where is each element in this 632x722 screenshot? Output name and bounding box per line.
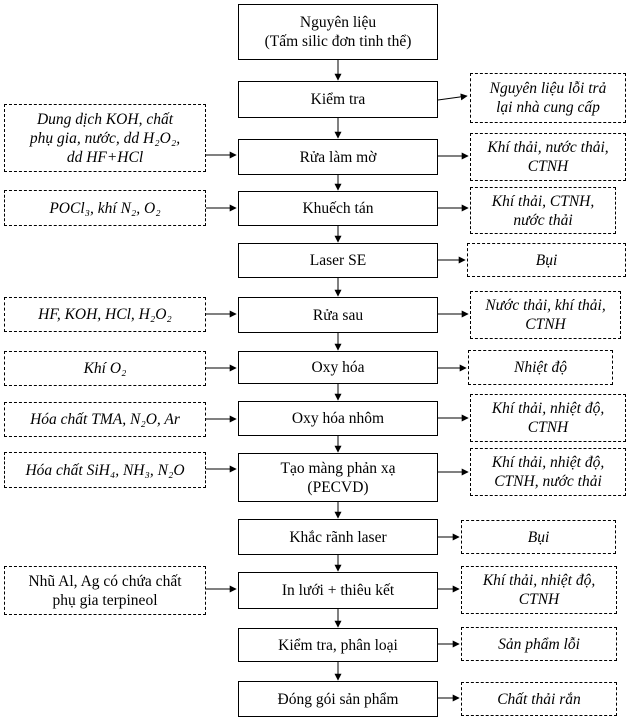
output-label: Khí thải, CTNH, nước thải — [491, 192, 595, 229]
step-label: Khắc rãnh laser — [289, 528, 387, 546]
output-laser-groove: Bụi — [461, 520, 616, 554]
step-post-clean: Rửa sau — [238, 297, 438, 333]
output-label: Chất thải rắn — [497, 690, 581, 708]
input-label: POCl₃, khí N₂, O₂ — [49, 199, 161, 217]
output-laser-se: Bụi — [467, 243, 626, 277]
step-label: Rửa sau — [312, 306, 364, 324]
output-label: Nước thải, khí thải, CTNH — [485, 297, 606, 333]
input-post-clean: HF, KOH, HCl, H₂O₂ — [4, 297, 206, 332]
step-screen-print: In lưới + thiêu kết — [238, 572, 438, 609]
step-inspection: Kiểm tra — [238, 81, 438, 118]
input-alumina: Hóa chất TMA, N₂O, Ar — [4, 402, 206, 437]
step-packaging: Đóng gói sản phẩm — [238, 681, 438, 717]
input-label: Khí O₂ — [83, 360, 127, 377]
step-oxidation: Oxy hóa — [238, 351, 438, 384]
output-label: Khí thải, nhiệt độ, CTNH — [482, 572, 596, 608]
input-label: Hóa chất TMA, N₂O, Ar — [30, 411, 180, 428]
input-diffusion: POCl₃, khí N₂, O₂ — [4, 190, 206, 226]
step-label: In lưới + thiêu kết — [281, 582, 395, 599]
step-texturing: Rửa làm mờ — [238, 139, 438, 175]
step-label: Oxy hóa — [311, 359, 365, 376]
output-label: Khí thải, nước thải, CTNH — [487, 139, 609, 175]
output-post-clean: Nước thải, khí thải, CTNH — [470, 291, 621, 339]
output-packaging: Chất thải rắn — [461, 682, 617, 716]
step-sorting: Kiểm tra, phân loại — [238, 628, 438, 662]
step-label: Nguyên liệu (Tấm silic đơn tinh thể) — [264, 14, 412, 50]
output-sorting: Sản phẩm lỗi — [461, 627, 617, 661]
input-label: Dung dịch KOH, chất phụ gia, nước, dd H₂… — [29, 110, 181, 166]
input-oxidation: Khí O₂ — [4, 351, 206, 386]
step-label: Đóng gói sản phẩm — [277, 690, 399, 708]
arrow-output — [437, 93, 468, 101]
output-label: Nhiệt độ — [514, 359, 567, 376]
step-raw-material: Nguyên liệu (Tấm silic đơn tinh thể) — [238, 4, 438, 60]
step-label: Khuếch tán — [302, 200, 374, 217]
input-label: Nhũ Al, Ag có chứa chất phụ gia terpineo… — [28, 572, 182, 609]
step-laser-groove: Khắc rãnh laser — [238, 519, 438, 555]
step-label: Laser SE — [309, 252, 367, 269]
output-label: Sản phẩm lỗi — [498, 635, 580, 653]
input-label: Hóa chất SiH₄, NH₃, N₂O — [25, 461, 185, 479]
output-pecvd: Khí thải, nhiệt độ, CTNH, nước thải — [470, 448, 626, 496]
output-label: Khí thải, nhiệt độ, CTNH, nước thải — [491, 454, 605, 490]
output-label: Nguyên liệu lỗi trả lại nhà cung cấp — [489, 80, 607, 116]
output-label: Bụi — [535, 251, 558, 269]
step-label: Kiểm tra — [310, 91, 366, 108]
step-label: Kiểm tra, phân loại — [278, 636, 398, 654]
output-texturing: Khí thải, nước thải, CTNH — [470, 133, 626, 181]
output-diffusion: Khí thải, CTNH, nước thải — [470, 187, 616, 234]
step-label: Rửa làm mờ — [299, 148, 377, 166]
output-label: Bụi — [527, 528, 550, 546]
output-inspection: Nguyên liệu lỗi trả lại nhà cung cấp — [470, 73, 626, 123]
step-pecvd: Tạo màng phản xạ (PECVD) — [238, 453, 438, 502]
output-screen-print: Khí thải, nhiệt độ, CTNH — [461, 566, 617, 614]
step-label: Oxy hóa nhôm — [291, 410, 385, 427]
step-diffusion: Khuếch tán — [238, 191, 438, 226]
input-texturing: Dung dịch KOH, chất phụ gia, nước, dd H₂… — [4, 104, 206, 172]
step-laser-se: Laser SE — [238, 243, 438, 278]
step-label: Tạo màng phản xạ (PECVD) — [280, 459, 396, 496]
step-alumina: Oxy hóa nhôm — [238, 401, 438, 436]
input-label: HF, KOH, HCl, H₂O₂ — [38, 306, 172, 323]
output-label: Khí thải, nhiệt độ, CTNH — [491, 400, 605, 436]
input-pecvd: Hóa chất SiH₄, NH₃, N₂O — [4, 452, 206, 488]
input-screen-print: Nhũ Al, Ag có chứa chất phụ gia terpineo… — [4, 566, 206, 615]
output-alumina: Khí thải, nhiệt độ, CTNH — [470, 394, 626, 442]
output-oxidation: Nhiệt độ — [468, 350, 613, 385]
